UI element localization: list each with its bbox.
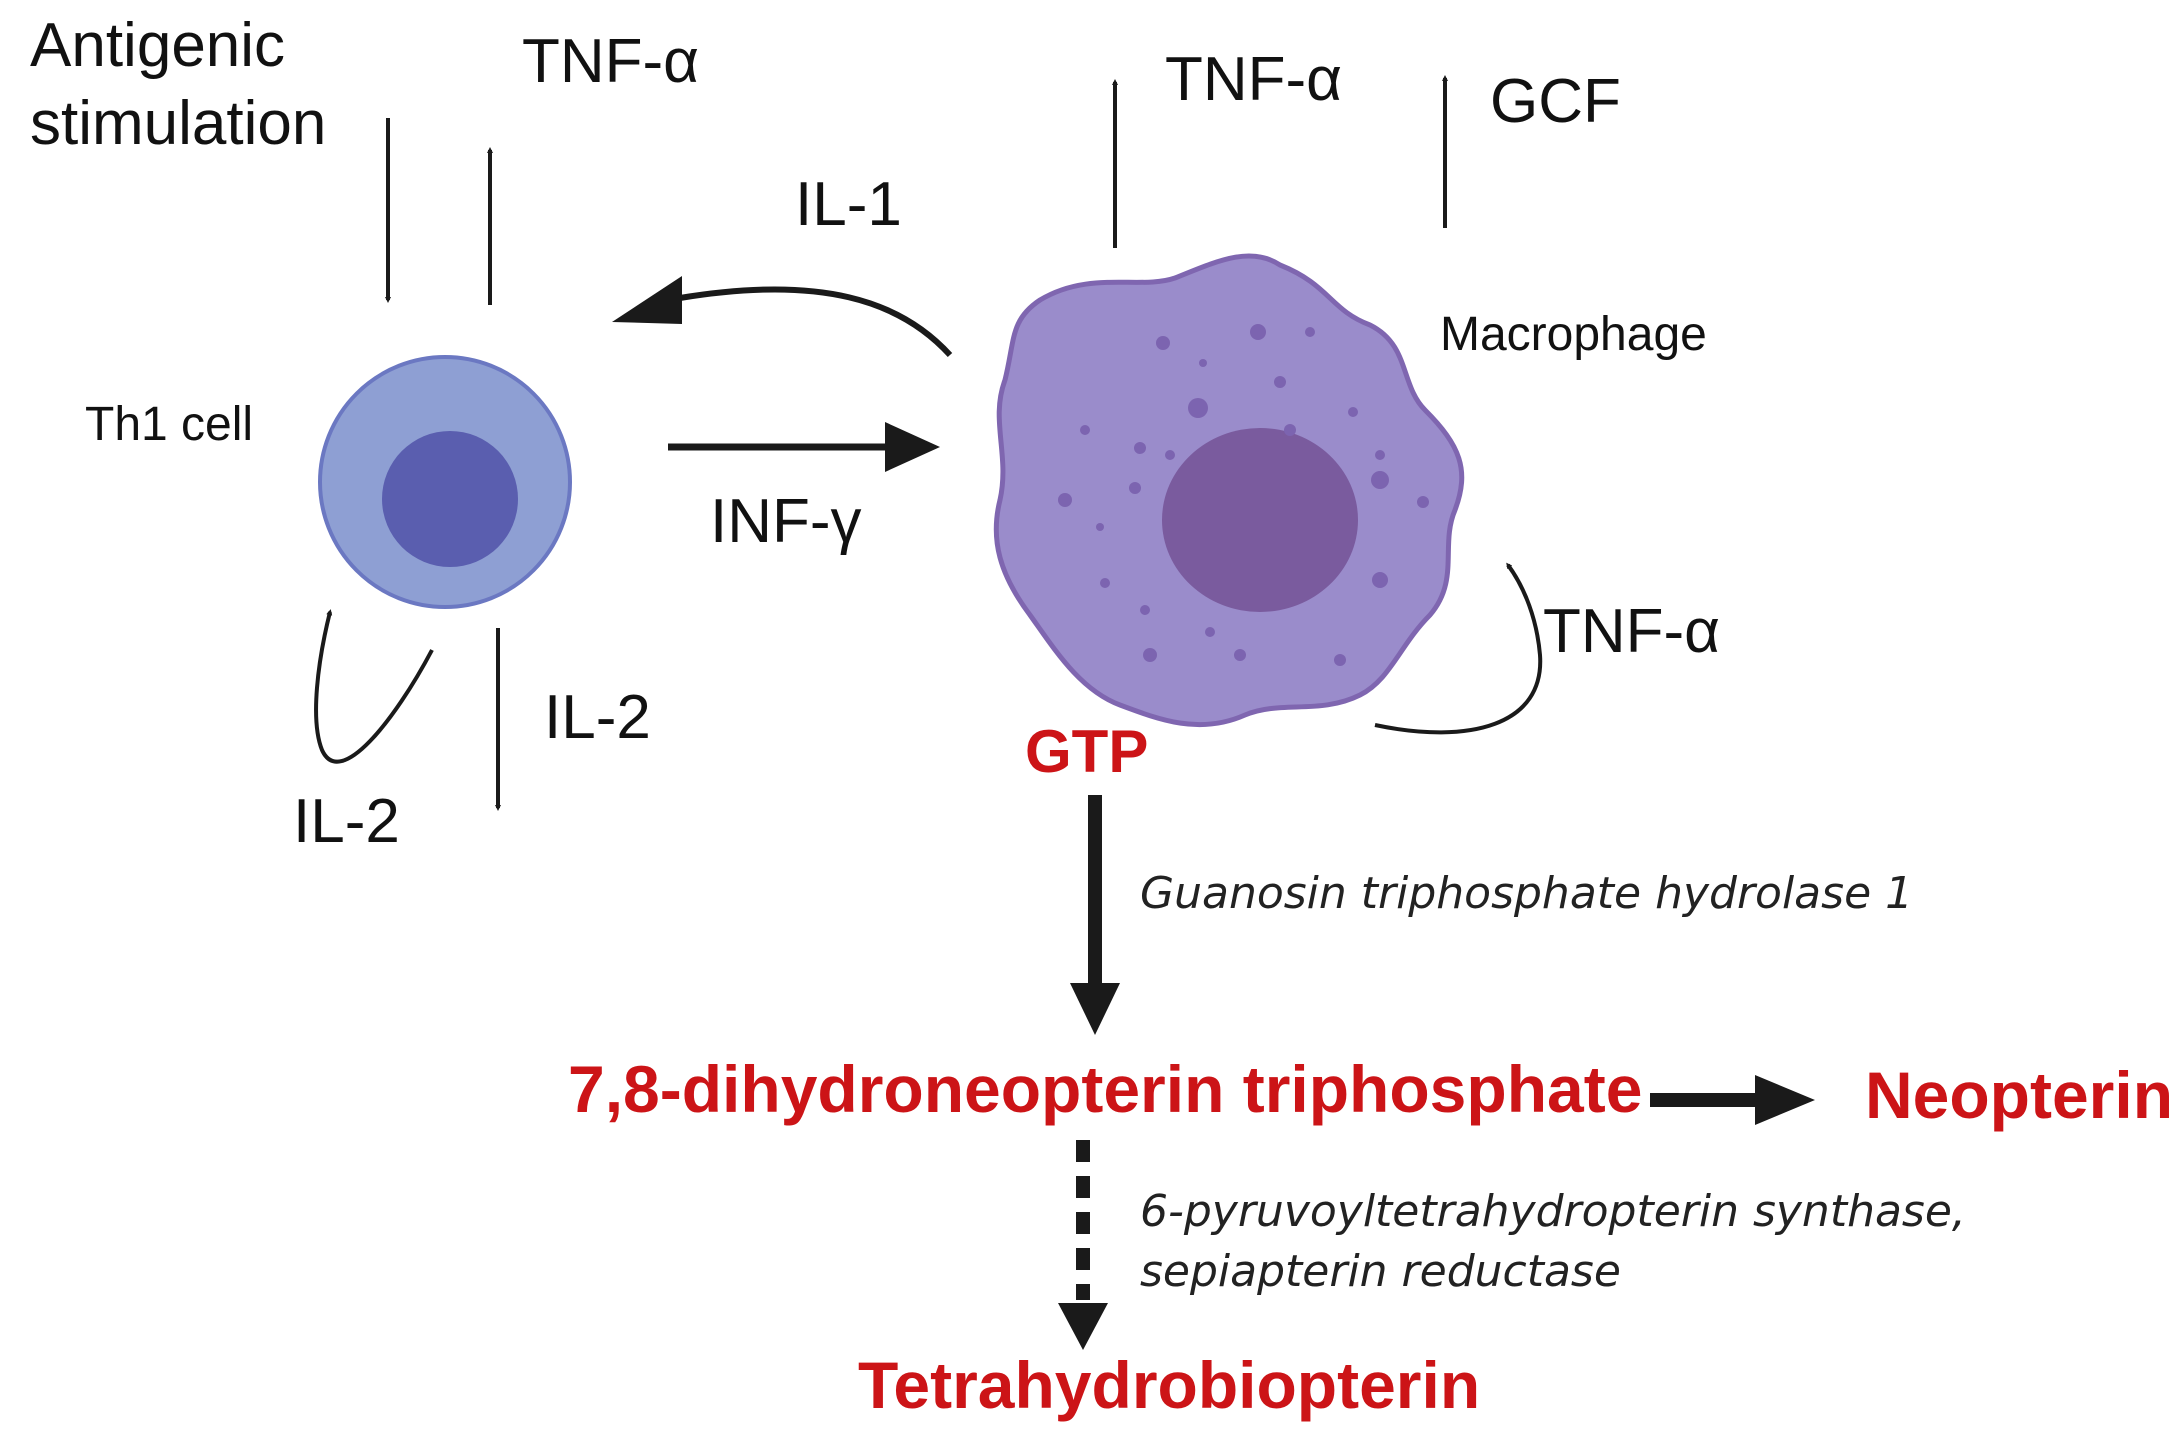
- labels: Antigenic stimulation TNF-α Th1 cell IL-…: [30, 11, 2173, 1422]
- gcf-label: GCF: [1490, 67, 1621, 136]
- dihydroneopterin-label: 7,8-dihydroneopterin triphosphate: [568, 1052, 1642, 1126]
- il2-loop-arrow: [314, 609, 434, 764]
- macro-tnf-loop-label: TNF-α: [1543, 597, 1720, 666]
- macrophage-icon: [993, 253, 1465, 728]
- macro-tnf-label: TNF-α: [1165, 45, 1342, 114]
- enzyme2-label-line2: sepiapterin reductase: [1140, 1246, 1621, 1297]
- arrows: [314, 75, 1815, 1350]
- inf-gamma-arrowhead: [885, 422, 940, 472]
- neopterin-label: Neopterin: [1865, 1058, 2173, 1132]
- tetrahydrobiopterin-label: Tetrahydrobiopterin: [858, 1348, 1480, 1422]
- antigenic-label-line1: Antigenic: [30, 11, 285, 80]
- il1-arrowhead: [612, 276, 682, 324]
- th1-tnf-label: TNF-α: [522, 27, 699, 96]
- th1-cell-label: Th1 cell: [85, 398, 253, 451]
- neopterin-arrowhead: [1755, 1075, 1815, 1125]
- macrophage-label: Macrophage: [1440, 308, 1707, 361]
- il2-down-label: IL-2: [544, 683, 651, 752]
- antigenic-label-line2: stimulation: [30, 89, 326, 158]
- gtp-label: GTP: [1025, 718, 1148, 785]
- th1-cell-icon: [318, 355, 572, 609]
- macro-tnf-loop-arrow: [1374, 562, 1543, 735]
- tetrahydro-arrowhead: [1058, 1303, 1108, 1350]
- enzyme2-label-line1: 6-pyruvoyltetrahydropterin synthase,: [1140, 1186, 1966, 1237]
- il1-arrow: [679, 286, 953, 358]
- il1-label: IL-1: [795, 170, 902, 239]
- gtp-arrowhead: [1070, 983, 1120, 1035]
- enzyme1-label: Guanosin triphosphate hydrolase 1: [1140, 868, 1913, 919]
- il2-loop-label: IL-2: [293, 787, 400, 856]
- inf-gamma-label: INF-γ: [710, 487, 862, 556]
